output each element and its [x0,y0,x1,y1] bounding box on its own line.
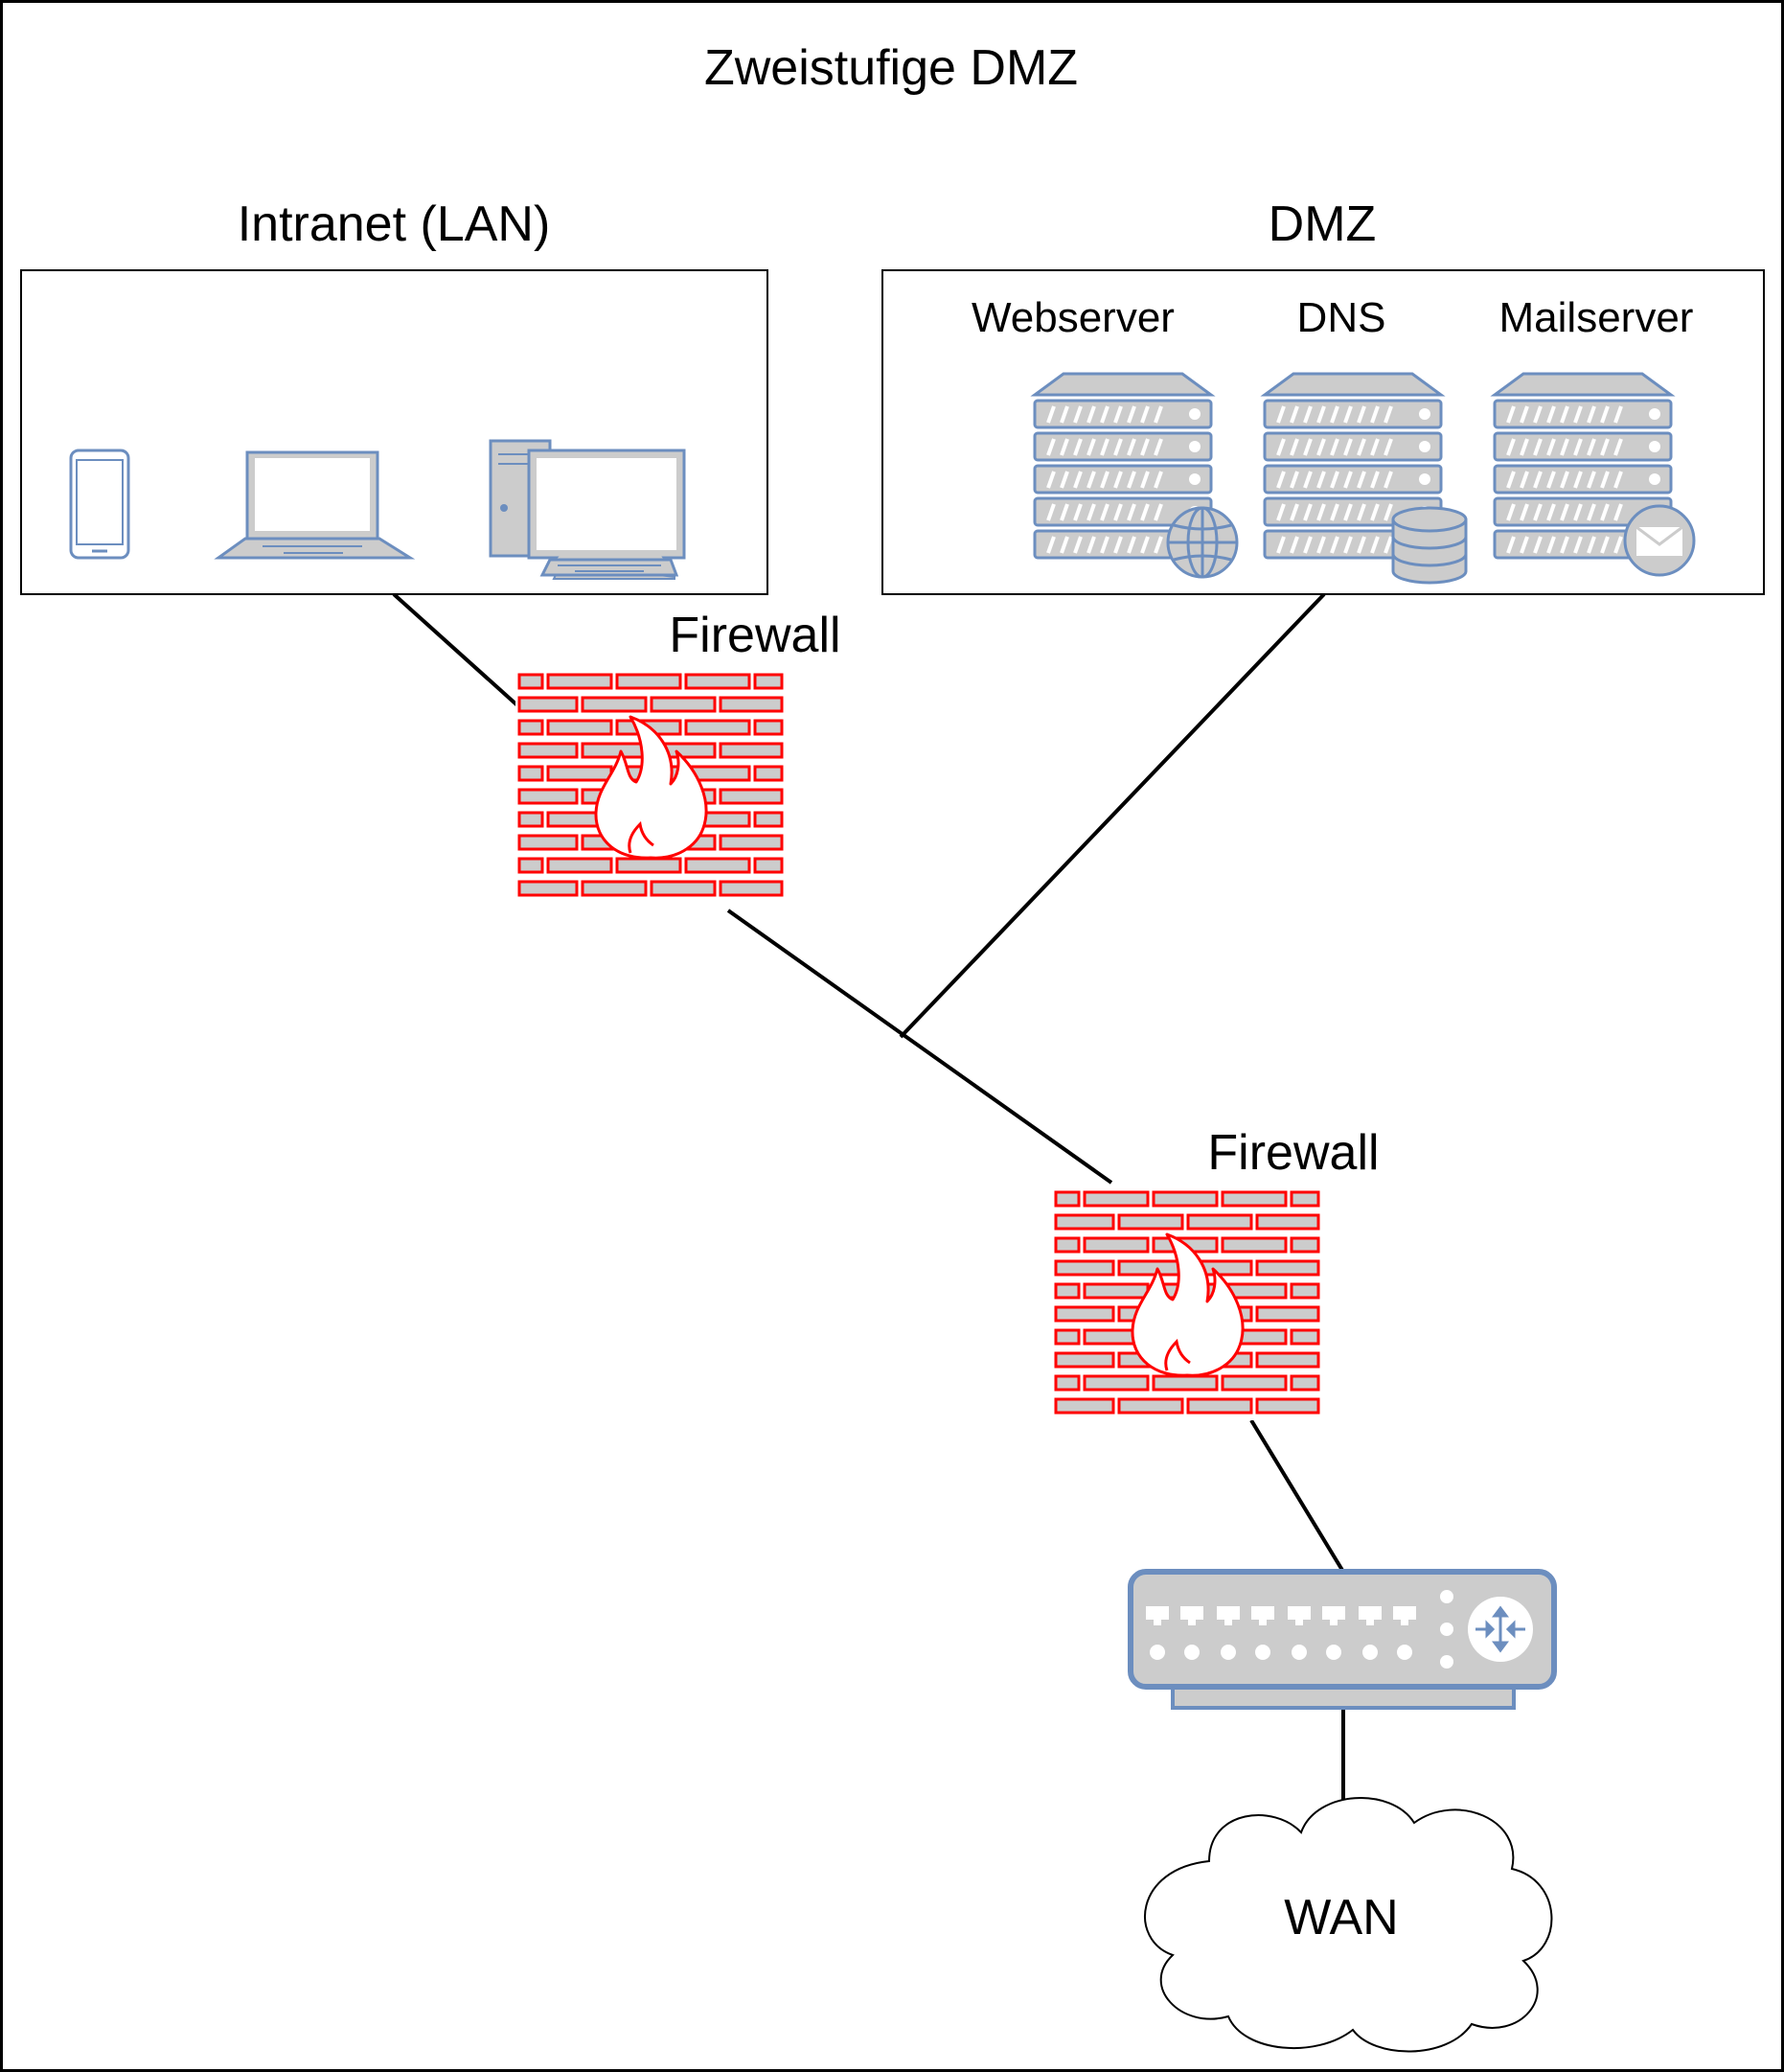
link-firewall-2-to-router [1249,1418,1345,1574]
smartphone-icon [69,449,130,560]
dmz-zone: Webserver DNS Mailserver [881,269,1765,595]
intranet-zone [20,269,768,595]
diagram-title: Zweistufige DMZ [704,40,1078,96]
connection-lines [392,592,1345,1816]
webserver-icon [1035,374,1239,579]
database-icon [1391,506,1468,585]
firewall-2-icon [1050,1186,1324,1422]
laptop-icon [214,450,416,560]
firewall-1-icon [514,669,788,905]
dns-server-icon [1265,374,1468,585]
firewall-2-label: Firewall [1207,1125,1379,1181]
mailserver-icon [1495,374,1696,577]
wan-label: WAN [1284,1890,1398,1945]
dns-server-label: DNS [1297,294,1386,341]
webserver-label: Webserver [972,294,1175,341]
router-arrows-icon [1475,1605,1525,1653]
desktop-computer-icon [489,439,686,580]
dmz-zone-label: DMZ [1269,196,1377,252]
intranet-zone-label: Intranet (LAN) [238,196,551,252]
globe-icon [1166,506,1239,579]
wan-cloud: WAN [1144,1797,1553,2053]
link-lan-to-firewall-1 [392,592,519,707]
firewall-1-label: Firewall [669,608,840,663]
mailserver-label: Mailserver [1499,294,1694,341]
router-icon [1128,1569,1557,1710]
link-firewall-1-to-firewall-2 [726,909,1113,1185]
link-dmz-to-junction [899,592,1326,1039]
envelope-icon [1623,504,1696,577]
